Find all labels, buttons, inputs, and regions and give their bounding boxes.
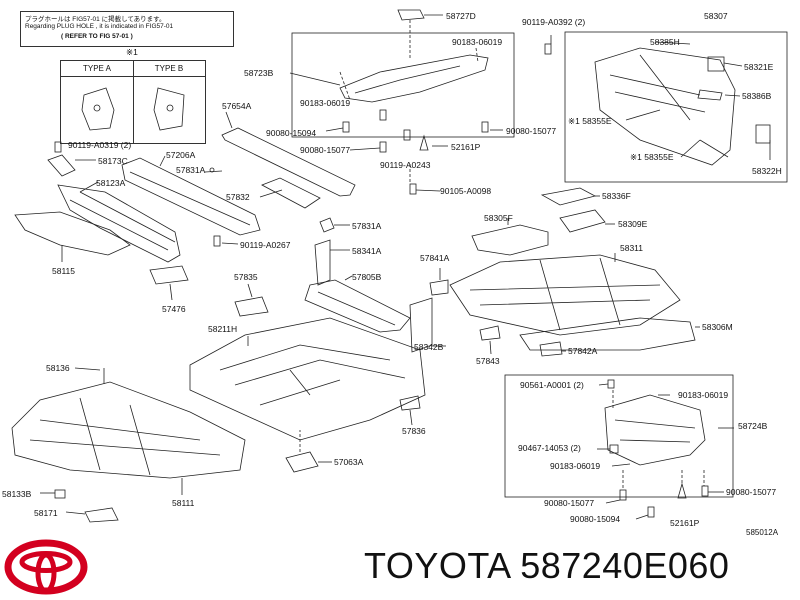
part-label: 58322H: [752, 166, 782, 176]
part-label: 58133B: [2, 489, 32, 499]
part-label: 58306M: [702, 322, 733, 332]
part-label: 90183-06019: [550, 461, 601, 471]
part-58115: [14, 211, 131, 256]
callout-mark: ※1: [126, 47, 138, 57]
part-58727d: [397, 9, 425, 21]
diagram-code: 585012A: [746, 528, 779, 537]
part-label: 58336F: [602, 191, 631, 201]
part-58723b: [339, 54, 489, 103]
part-label: 90467-14053 (2): [518, 443, 581, 453]
part-58173c: [47, 154, 76, 177]
part-label: 58321E: [744, 62, 774, 72]
part-label: 90080-15094: [570, 514, 621, 524]
part-label: 90119-A0243: [380, 160, 431, 170]
part-58211h: [189, 317, 426, 441]
part-label: 57063A: [334, 457, 364, 467]
part-label: 90080-15077: [506, 126, 557, 136]
part-label: 58342B: [414, 342, 444, 352]
part-label: 58341A: [352, 246, 382, 256]
plug-hole-note: プラグホールは FIG57-01 に掲載してあります。 Regarding PL…: [20, 11, 234, 47]
part-57206a: [121, 157, 261, 236]
part-label: 58386B: [742, 91, 772, 101]
part-label: 57841A: [420, 253, 450, 263]
part-label: 90183-06019: [300, 98, 351, 108]
part-58306m: [519, 317, 696, 351]
part-58307: [594, 47, 736, 166]
brand-name: TOYOTA: [364, 545, 510, 586]
part-label: 57654A: [222, 101, 252, 111]
part-57476: [149, 265, 189, 285]
note-refer: ( REFER TO FIG 57-01 ): [61, 33, 133, 40]
part-label: 58724B: [738, 421, 768, 431]
part-label: 52161P: [451, 142, 481, 152]
group-box-58723b: [291, 32, 515, 138]
part-57832: [261, 177, 321, 209]
part-label: 57836: [402, 426, 426, 436]
part-label: ※1 58355E: [568, 116, 612, 126]
part-57063a: [285, 451, 319, 473]
part-label: 57843: [476, 356, 500, 366]
type-a-header: TYPE A: [61, 61, 134, 77]
part-label: 58727D: [446, 11, 476, 21]
part-label: 90080-15077: [726, 487, 777, 497]
part-57805b: [304, 279, 411, 333]
part-label: 57805B: [352, 272, 382, 282]
part-label: 90119-A0267: [240, 240, 291, 250]
part-58309e: [559, 209, 606, 233]
part-label: 58723B: [244, 68, 274, 78]
note-line-en: Regarding PLUG HOLE , it is indicated in…: [25, 23, 174, 30]
part-label: 58171: [34, 508, 58, 518]
part-label: 57832: [226, 192, 250, 202]
part-label: 52161P: [670, 518, 700, 528]
part-label: 90080-15077: [544, 498, 595, 508]
part-label: 58115: [52, 266, 76, 276]
part-label: 58385H: [650, 37, 680, 47]
part-label: 58173C: [98, 156, 128, 166]
part-label: 58123A: [96, 178, 126, 188]
part-58123a: [57, 184, 181, 263]
part-label: 58311: [620, 243, 644, 253]
part-label: 57476: [162, 304, 186, 314]
part-label: 58111: [172, 498, 195, 508]
part-label: 57206A: [166, 150, 196, 160]
part-58305f: [471, 224, 549, 256]
part-57835: [234, 296, 269, 317]
part-number: 587240E060: [520, 545, 730, 586]
note-line-jp: プラグホールは FIG57-01 に掲載してあります。: [25, 16, 166, 23]
part-58336f: [540, 187, 597, 206]
part-label: 58211H: [208, 324, 238, 334]
part-label: 58136: [46, 363, 70, 373]
part-label: 57842A: [568, 346, 598, 356]
part-58311: [449, 254, 681, 336]
part-label: 90105-A0098: [440, 186, 492, 196]
part-label: 57835: [234, 272, 258, 282]
group-box-58724b: [504, 374, 734, 498]
part-label: 58305F: [484, 213, 513, 223]
part-57654a: [221, 127, 356, 197]
part-58341a: [314, 239, 331, 286]
type-variants-box: TYPE A TYPE B: [60, 60, 206, 144]
part-label: ※1 58355E: [630, 152, 674, 162]
part-label: 57831A: [352, 221, 382, 231]
type-b-header: TYPE B: [133, 61, 205, 77]
part-58724b: [604, 394, 706, 466]
part-label: 90561-A0001 (2): [520, 380, 584, 390]
part-label: 58307: [704, 11, 728, 21]
part-label: 90080-15094: [266, 128, 317, 138]
brand-caption: TOYOTA 587240E060: [364, 545, 729, 587]
part-label: 90183-06019: [678, 390, 729, 400]
part-label: 90119-A0319 (2): [68, 140, 132, 150]
part-label: 90119-A0392 (2): [522, 17, 586, 27]
part-58342b: [409, 297, 433, 353]
part-label: 90183-06019: [452, 37, 503, 47]
toyota-logo: [4, 539, 88, 595]
part-label: 57831A: [176, 165, 206, 175]
part-label: 58309E: [618, 219, 648, 229]
group-box-58307: [564, 31, 788, 183]
part-label: 90080-15077: [300, 145, 351, 155]
part-58111: [11, 381, 246, 479]
